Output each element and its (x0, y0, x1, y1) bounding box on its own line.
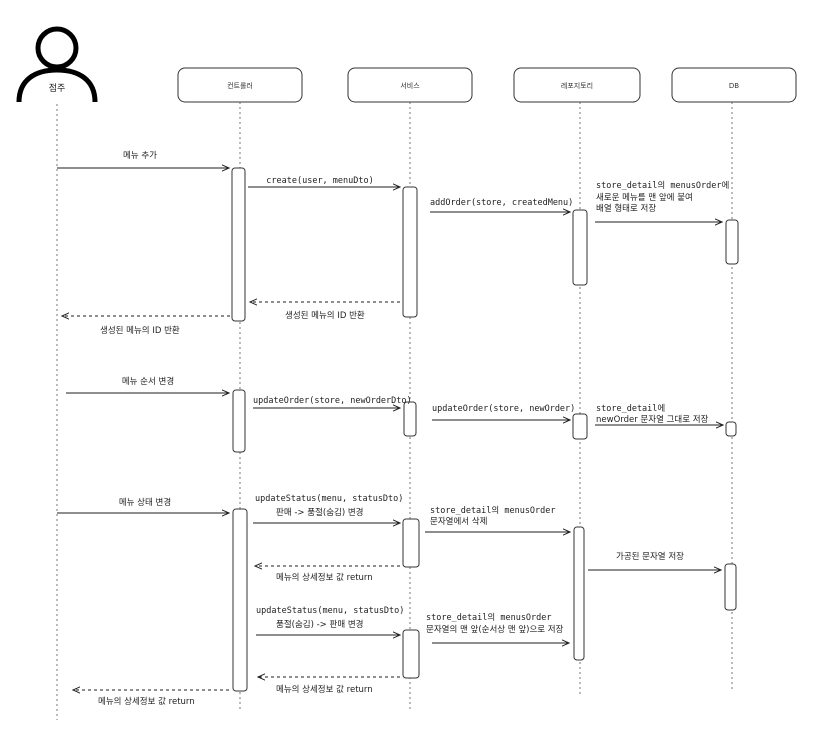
msg-m10a: store_detail에 (596, 404, 665, 414)
activation-controller-3 (232, 508, 248, 692)
msg-m5: 생성된 메뉴의 ID 반환 (285, 310, 365, 321)
participant-service: 서비스 (347, 67, 473, 103)
msg-m12b: 판매 -> 품절(숨김) 변경 (276, 507, 364, 518)
msg-m14: 메뉴의 상세정보 값 return (276, 572, 373, 583)
msg-m1: 메뉴 추가 (123, 151, 157, 161)
msg-m4b: 새로운 메뉴를 맨 앞에 붙여 (596, 192, 693, 203)
activation-controller-1 (231, 167, 246, 322)
activation-service-1 (402, 186, 418, 318)
msg-m8: updateOrder(store, newOrderDto) (253, 396, 412, 406)
msg-m16a: updateStatus(menu, statusDto) (256, 606, 404, 616)
activation-db-3 (724, 563, 737, 611)
activation-repository-3 (573, 526, 585, 661)
msg-m19: 메뉴의 상세정보 값 return (98, 696, 195, 707)
actor-label-bg (44, 80, 70, 94)
msg-m3: addOrder(store, createdMenu) (430, 198, 573, 208)
msg-m7: 메뉴 순서 변경 (122, 376, 174, 387)
msg-m9: updateOrder(store, newOrder) (432, 404, 575, 414)
msg-m16b: 품절(숨김) -> 판매 변경 (276, 619, 364, 630)
activation-service-2 (403, 401, 417, 437)
msg-m13a: store_detail의 menusOrder (430, 505, 556, 516)
participant-db: DB (671, 67, 797, 103)
activation-service-4 (402, 629, 420, 679)
msg-m13b: 문자열에서 삭제 (430, 516, 487, 527)
activation-repository-2 (572, 413, 588, 440)
msg-m11: 메뉴 상태 변경 (119, 497, 171, 508)
msg-m15: 가공된 문자열 저장 (616, 551, 684, 562)
msg-m4c: 배열 형태로 저장 (596, 203, 656, 214)
msg-m2: create(user, menuDto) (266, 176, 373, 186)
msg-m17a: store_detail의 menusOrder (426, 612, 552, 623)
activation-db-1 (725, 219, 739, 265)
msg-m6: 생성된 메뉴의 ID 반환 (100, 325, 180, 336)
msg-m17b: 문자열의 맨 앞(순서상 맨 앞)으로 저장 (426, 624, 564, 635)
participant-repository: 레포지토리 (513, 67, 641, 103)
participant-db-label: DB (729, 82, 739, 90)
participant-repository-label: 레포지토리 (561, 81, 593, 90)
activation-repository-1 (572, 209, 588, 286)
activation-service-3 (402, 518, 420, 568)
activation-controller-2 (232, 389, 246, 453)
msg-m4a: store_detail의 menusOrder에 (596, 180, 729, 191)
participant-service-label: 서비스 (400, 81, 420, 90)
participant-controller: 컨트롤러 (177, 67, 303, 103)
actor-user-icon (16, 26, 98, 103)
msg-m10b: newOrder 문자열 그대로 저장 (596, 414, 709, 425)
participant-controller-label: 컨트롤러 (227, 81, 253, 90)
msg-m18: 메뉴의 상세정보 값 return (276, 684, 373, 695)
activation-db-2 (725, 421, 737, 437)
actor-label: 점주 (49, 82, 66, 94)
msg-m12a: updateStatus(menu, statusDto) (255, 494, 403, 504)
